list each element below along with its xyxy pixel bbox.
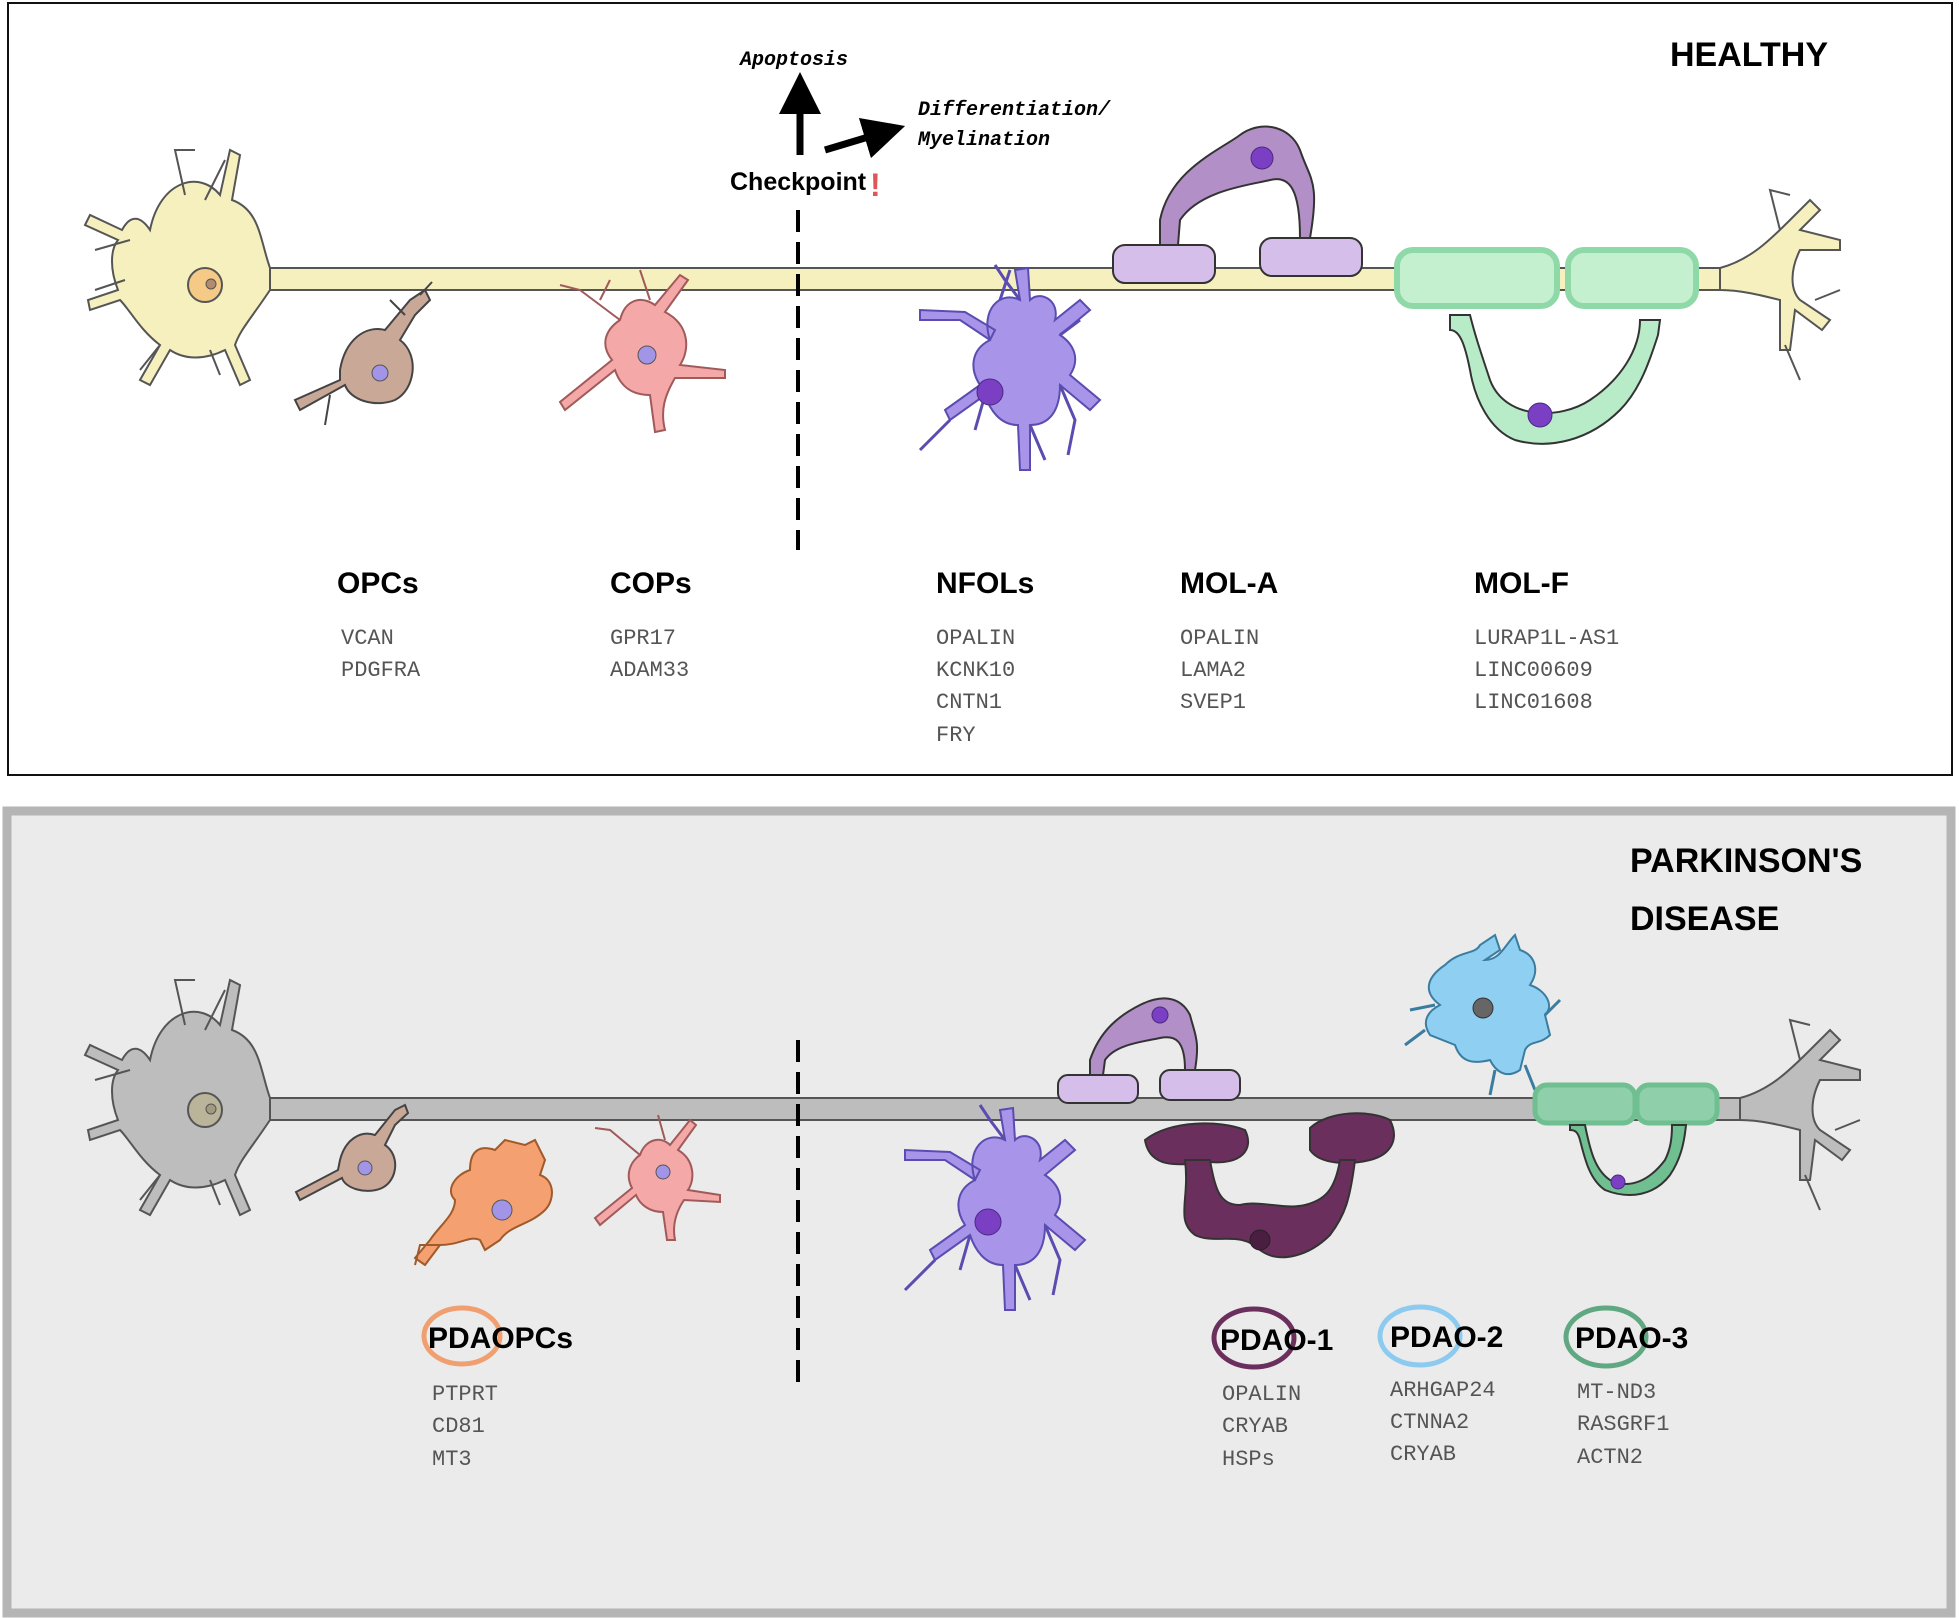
gene-pdaopcs-3: MT3	[432, 1447, 472, 1472]
opc-nucleus	[371, 364, 389, 382]
disease-mol-a-cell	[1057, 997, 1241, 1104]
disease-neuron-soma	[83, 978, 271, 1217]
disease-panel: PARKINSON'S DISEASE	[2, 806, 1956, 1618]
checkpoint-alert-icon: !	[870, 167, 881, 203]
gene-mol-a-3: SVEP1	[1180, 690, 1246, 715]
disease-neuron-nucleus	[187, 1092, 223, 1128]
nfol-cell	[918, 264, 1102, 471]
gene-pdaopcs-1: PTPRT	[432, 1382, 498, 1407]
gene-mol-a-2: LAMA2	[1180, 658, 1246, 683]
gene-cops-1: GPR17	[610, 626, 676, 651]
label-pdaopcs: PDAOPCs	[428, 1322, 573, 1355]
gene-pdao-2-3: CRYAB	[1390, 1442, 1456, 1467]
disease-opc-cell	[294, 1103, 410, 1202]
myelination-label: Myelination	[917, 129, 1050, 152]
pdao-3-cell	[1532, 1082, 1720, 1196]
pdao-3-ring	[1563, 1305, 1649, 1369]
neuron-soma	[83, 148, 271, 387]
disease-opc-nucleus	[357, 1160, 373, 1176]
label-nfols: NFOLs	[936, 567, 1034, 600]
pdao-1-sheath-left	[1143, 1122, 1250, 1166]
pdao-2-nucleus	[1472, 997, 1494, 1019]
disease-axon	[229, 1097, 1741, 1121]
label-mol-f: MOL-F	[1474, 567, 1569, 600]
label-pdao-1: PDAO-1	[1220, 1324, 1333, 1357]
gene-opcs-2: PDGFRA	[341, 658, 421, 683]
pdaopc-cell	[413, 1138, 553, 1267]
gene-pdao-3-1: MT-ND3	[1577, 1380, 1656, 1405]
mol-f-nucleus	[1527, 402, 1553, 428]
pdao-1-cell	[1143, 1112, 1395, 1259]
neuron-nucleus	[187, 267, 223, 303]
pdao-1-sheath-right	[1309, 1112, 1395, 1164]
cop-nucleus	[637, 345, 657, 365]
disease-title-line2: DISEASE	[1630, 900, 1779, 938]
gene-pdao-2-1: ARHGAP24	[1390, 1378, 1496, 1403]
axon-terminal	[1719, 198, 1841, 351]
mol-a-nucleus	[1250, 146, 1274, 170]
label-cops: COPs	[610, 567, 692, 600]
pdao-1-ring	[1211, 1306, 1297, 1370]
gene-pdao-2-2: CTNNA2	[1390, 1410, 1469, 1435]
label-pdao-2: PDAO-2	[1390, 1321, 1503, 1354]
gene-mol-f-3: LINC01608	[1474, 690, 1593, 715]
healthy-panel: HEALTHY Apoptosis Differe	[7, 2, 1953, 776]
mol-f-cell	[1394, 247, 1699, 445]
disease-nfol-cell	[903, 1104, 1087, 1311]
gene-nfols-2: KCNK10	[936, 658, 1015, 683]
label-mol-a: MOL-A	[1180, 567, 1278, 600]
gene-pdaopcs-2: CD81	[432, 1414, 485, 1439]
gene-nfols-1: OPALIN	[936, 626, 1015, 651]
gene-pdao-3-3: ACTN2	[1577, 1445, 1643, 1470]
opc-cell	[293, 281, 433, 426]
gene-mol-f-1: LURAP1L-AS1	[1474, 626, 1619, 651]
gene-pdao-1-1: OPALIN	[1222, 1382, 1301, 1407]
gene-nfols-3: CNTN1	[936, 690, 1002, 715]
gene-cops-2: ADAM33	[610, 658, 689, 683]
pdao-2-ring	[1377, 1304, 1463, 1368]
gene-pdao-1-3: HSPs	[1222, 1447, 1275, 1472]
disease-cop-nucleus	[655, 1164, 671, 1180]
pdaopcs-ring	[421, 1305, 503, 1367]
differentiation-arrow	[823, 117, 906, 159]
nfol-nucleus	[976, 378, 1004, 406]
checkpoint-label: Checkpoint	[730, 168, 867, 196]
gene-nfols-4: FRY	[936, 723, 976, 748]
gene-pdao-1-2: CRYAB	[1222, 1414, 1288, 1439]
disease-nfol-nucleus	[974, 1208, 1002, 1236]
label-opcs: OPCs	[337, 567, 419, 600]
differentiation-label: Differentiation/	[918, 99, 1111, 122]
disease-axon-terminal	[1739, 1028, 1861, 1181]
healthy-title: HEALTHY	[1670, 36, 1828, 74]
pdao-1-nucleus	[1249, 1229, 1271, 1251]
apoptosis-label: Apoptosis	[738, 49, 848, 72]
disease-cop-cell	[593, 1114, 721, 1241]
disease-mol-a-nucleus	[1151, 1006, 1169, 1024]
cop-cell	[558, 269, 726, 434]
mol-a-cell	[1112, 125, 1363, 284]
gene-opcs-1: VCAN	[341, 626, 394, 651]
gene-mol-f-2: LINC00609	[1474, 658, 1593, 683]
pdao-2-cell	[1404, 933, 1562, 1096]
gene-pdao-3-2: RASGRF1	[1577, 1412, 1669, 1437]
disease-title-line1: PARKINSON'S	[1630, 842, 1862, 880]
pdao-3-nucleus	[1610, 1174, 1626, 1190]
gene-mol-a-1: OPALIN	[1180, 626, 1259, 651]
pdaopc-nucleus	[491, 1199, 513, 1221]
label-pdao-3: PDAO-3	[1575, 1322, 1688, 1355]
